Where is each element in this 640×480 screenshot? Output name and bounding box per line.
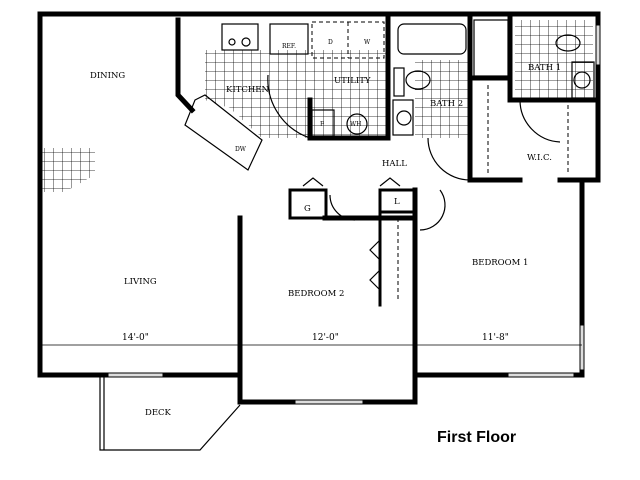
fixtures xyxy=(184,19,595,171)
room-label-kitchen: KITCHEN xyxy=(226,85,269,95)
room-label-bedroom1: BEDROOM 1 xyxy=(472,258,528,268)
dimension-bedroom2: 12'-0" xyxy=(312,333,339,343)
fixture-label-dishwasher: DW xyxy=(235,146,247,153)
deck xyxy=(99,377,241,451)
room-label-living: LIVING xyxy=(124,277,157,287)
room-label-bath1: BATH 1 xyxy=(528,63,561,73)
room-label-dining: DINING xyxy=(90,71,125,81)
fixture-label-washer: W xyxy=(364,39,371,46)
walls xyxy=(37,11,601,405)
fixture-label-furnace: F xyxy=(320,121,324,128)
closet-label-g: G xyxy=(304,204,311,214)
closet-label-l: L xyxy=(394,197,400,207)
fixture-label-ref: REF. xyxy=(282,43,296,50)
floor-title: First Floor xyxy=(437,429,516,446)
fixture-label-dryer: D xyxy=(328,39,333,46)
windows xyxy=(107,24,601,405)
room-label-deck: DECK xyxy=(145,408,172,418)
tile-floors xyxy=(42,20,593,192)
fixture-label-water-heater: WH xyxy=(350,121,361,128)
dimension-living: 14'-0" xyxy=(122,333,149,343)
room-label-hall: HALL xyxy=(382,159,407,169)
room-label-bedroom2: BEDROOM 2 xyxy=(288,289,344,299)
doors xyxy=(39,74,569,300)
room-label-wic: W.I.C. xyxy=(527,153,552,163)
room-label-bath2: BATH 2 xyxy=(430,99,463,109)
dimension-bedroom1: 11'-8" xyxy=(482,333,509,343)
room-label-utility: UTILITY xyxy=(334,76,371,86)
